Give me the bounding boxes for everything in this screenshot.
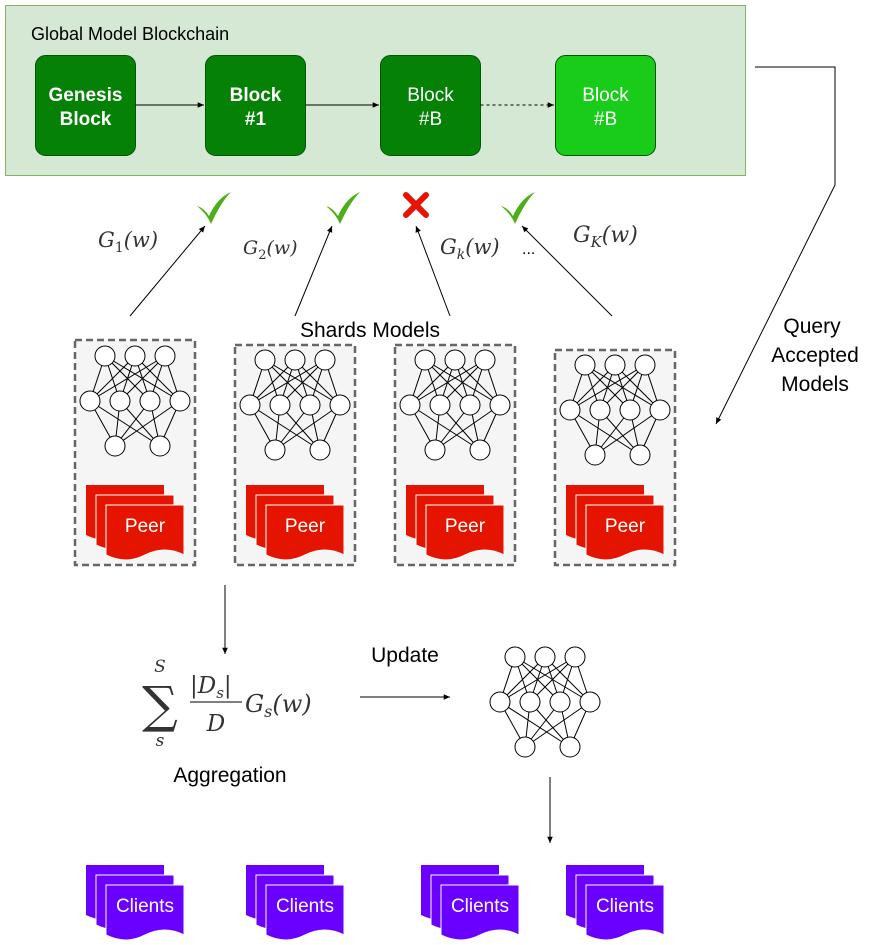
sum-upper-limit: S	[154, 657, 166, 677]
check-icon	[197, 192, 231, 224]
cross-icon	[403, 192, 429, 218]
check-icon	[326, 192, 360, 224]
block-1-line1: Block	[230, 85, 282, 106]
shard-label-2: G2(w)	[243, 237, 298, 263]
fraction-numerator: |Ds|	[190, 673, 232, 702]
formula-term: Gs(w)	[245, 690, 312, 721]
clients-label: Clients	[596, 896, 654, 917]
shard-label-k: Gk(w)	[440, 235, 500, 263]
blockchain-title: Global Model Blockchain	[31, 24, 229, 44]
clients-label: Clients	[116, 896, 174, 917]
shard-1: Peer	[73, 338, 197, 567]
query-arrow	[715, 66, 836, 425]
block-b-next-line2: #B	[594, 109, 617, 130]
clients-label: Clients	[451, 896, 509, 917]
shard-1-submit-arrow	[129, 225, 206, 317]
block-b-next: Block #B	[555, 55, 656, 156]
query-label: Query Accepted Models	[771, 315, 859, 396]
svg-text:G1(w): G1(w)	[98, 228, 158, 256]
peer-label: Peer	[285, 516, 326, 537]
aggregation-label: Aggregation	[173, 764, 286, 787]
svg-text:G2(w): G2(w)	[243, 237, 298, 263]
clients-group-1: Clients	[86, 865, 185, 941]
peer-label: Peer	[445, 516, 486, 537]
clients-group-3: Clients	[421, 865, 520, 941]
clients-label: Clients	[276, 896, 334, 917]
clients-group-2: Clients	[246, 865, 345, 941]
shards-title: Shards Models	[300, 319, 440, 342]
svg-text:GK(w): GK(w)	[573, 223, 638, 251]
shard-label-1: G1(w)	[98, 228, 158, 256]
sum-lower-limit: s	[156, 731, 165, 751]
shard-4: Peer	[553, 348, 677, 567]
global-model-neural-network-icon	[489, 646, 601, 758]
update-label: Update	[371, 644, 439, 667]
shard-2-submit-arrow	[294, 225, 333, 317]
block-b-next-line1: Block	[582, 85, 629, 106]
clients-group-4: Clients	[566, 865, 665, 941]
block-b-line2: #B	[419, 109, 442, 130]
peer-label: Peer	[125, 516, 166, 537]
sum-sigma: ∑	[142, 676, 178, 734]
peer-label: Peer	[605, 516, 646, 537]
block-genesis: Genesis Block	[35, 55, 136, 156]
shard-2: Peer	[233, 343, 357, 567]
shard-3: Peer	[393, 343, 517, 567]
shard-k-submit-arrow	[415, 225, 451, 317]
check-icon	[501, 192, 535, 224]
query-label-line2: Accepted	[771, 344, 859, 367]
aggregation-formula: S ∑ s |Ds| D Gs(w)	[142, 657, 312, 751]
svg-text:Gk(w): Gk(w)	[440, 235, 500, 263]
query-label-line1: Query	[783, 315, 841, 338]
block-b-line1: Block	[407, 85, 454, 106]
block-1-line2: #1	[245, 109, 267, 130]
block-genesis-line2: Block	[60, 109, 112, 130]
fraction-denominator: D	[206, 711, 225, 737]
shard-K-submit-arrow	[521, 225, 613, 317]
validation-marks	[197, 192, 535, 224]
shard-label-K: GK(w)	[573, 223, 638, 251]
block-1: Block #1	[205, 55, 306, 156]
blockchain-panel: Global Model Blockchain Genesis Block Bl…	[5, 5, 746, 176]
ellipsis: ...	[522, 241, 535, 258]
block-genesis-line1: Genesis	[49, 85, 123, 106]
query-label-line3: Models	[781, 373, 849, 396]
block-b: Block #B	[380, 55, 481, 156]
